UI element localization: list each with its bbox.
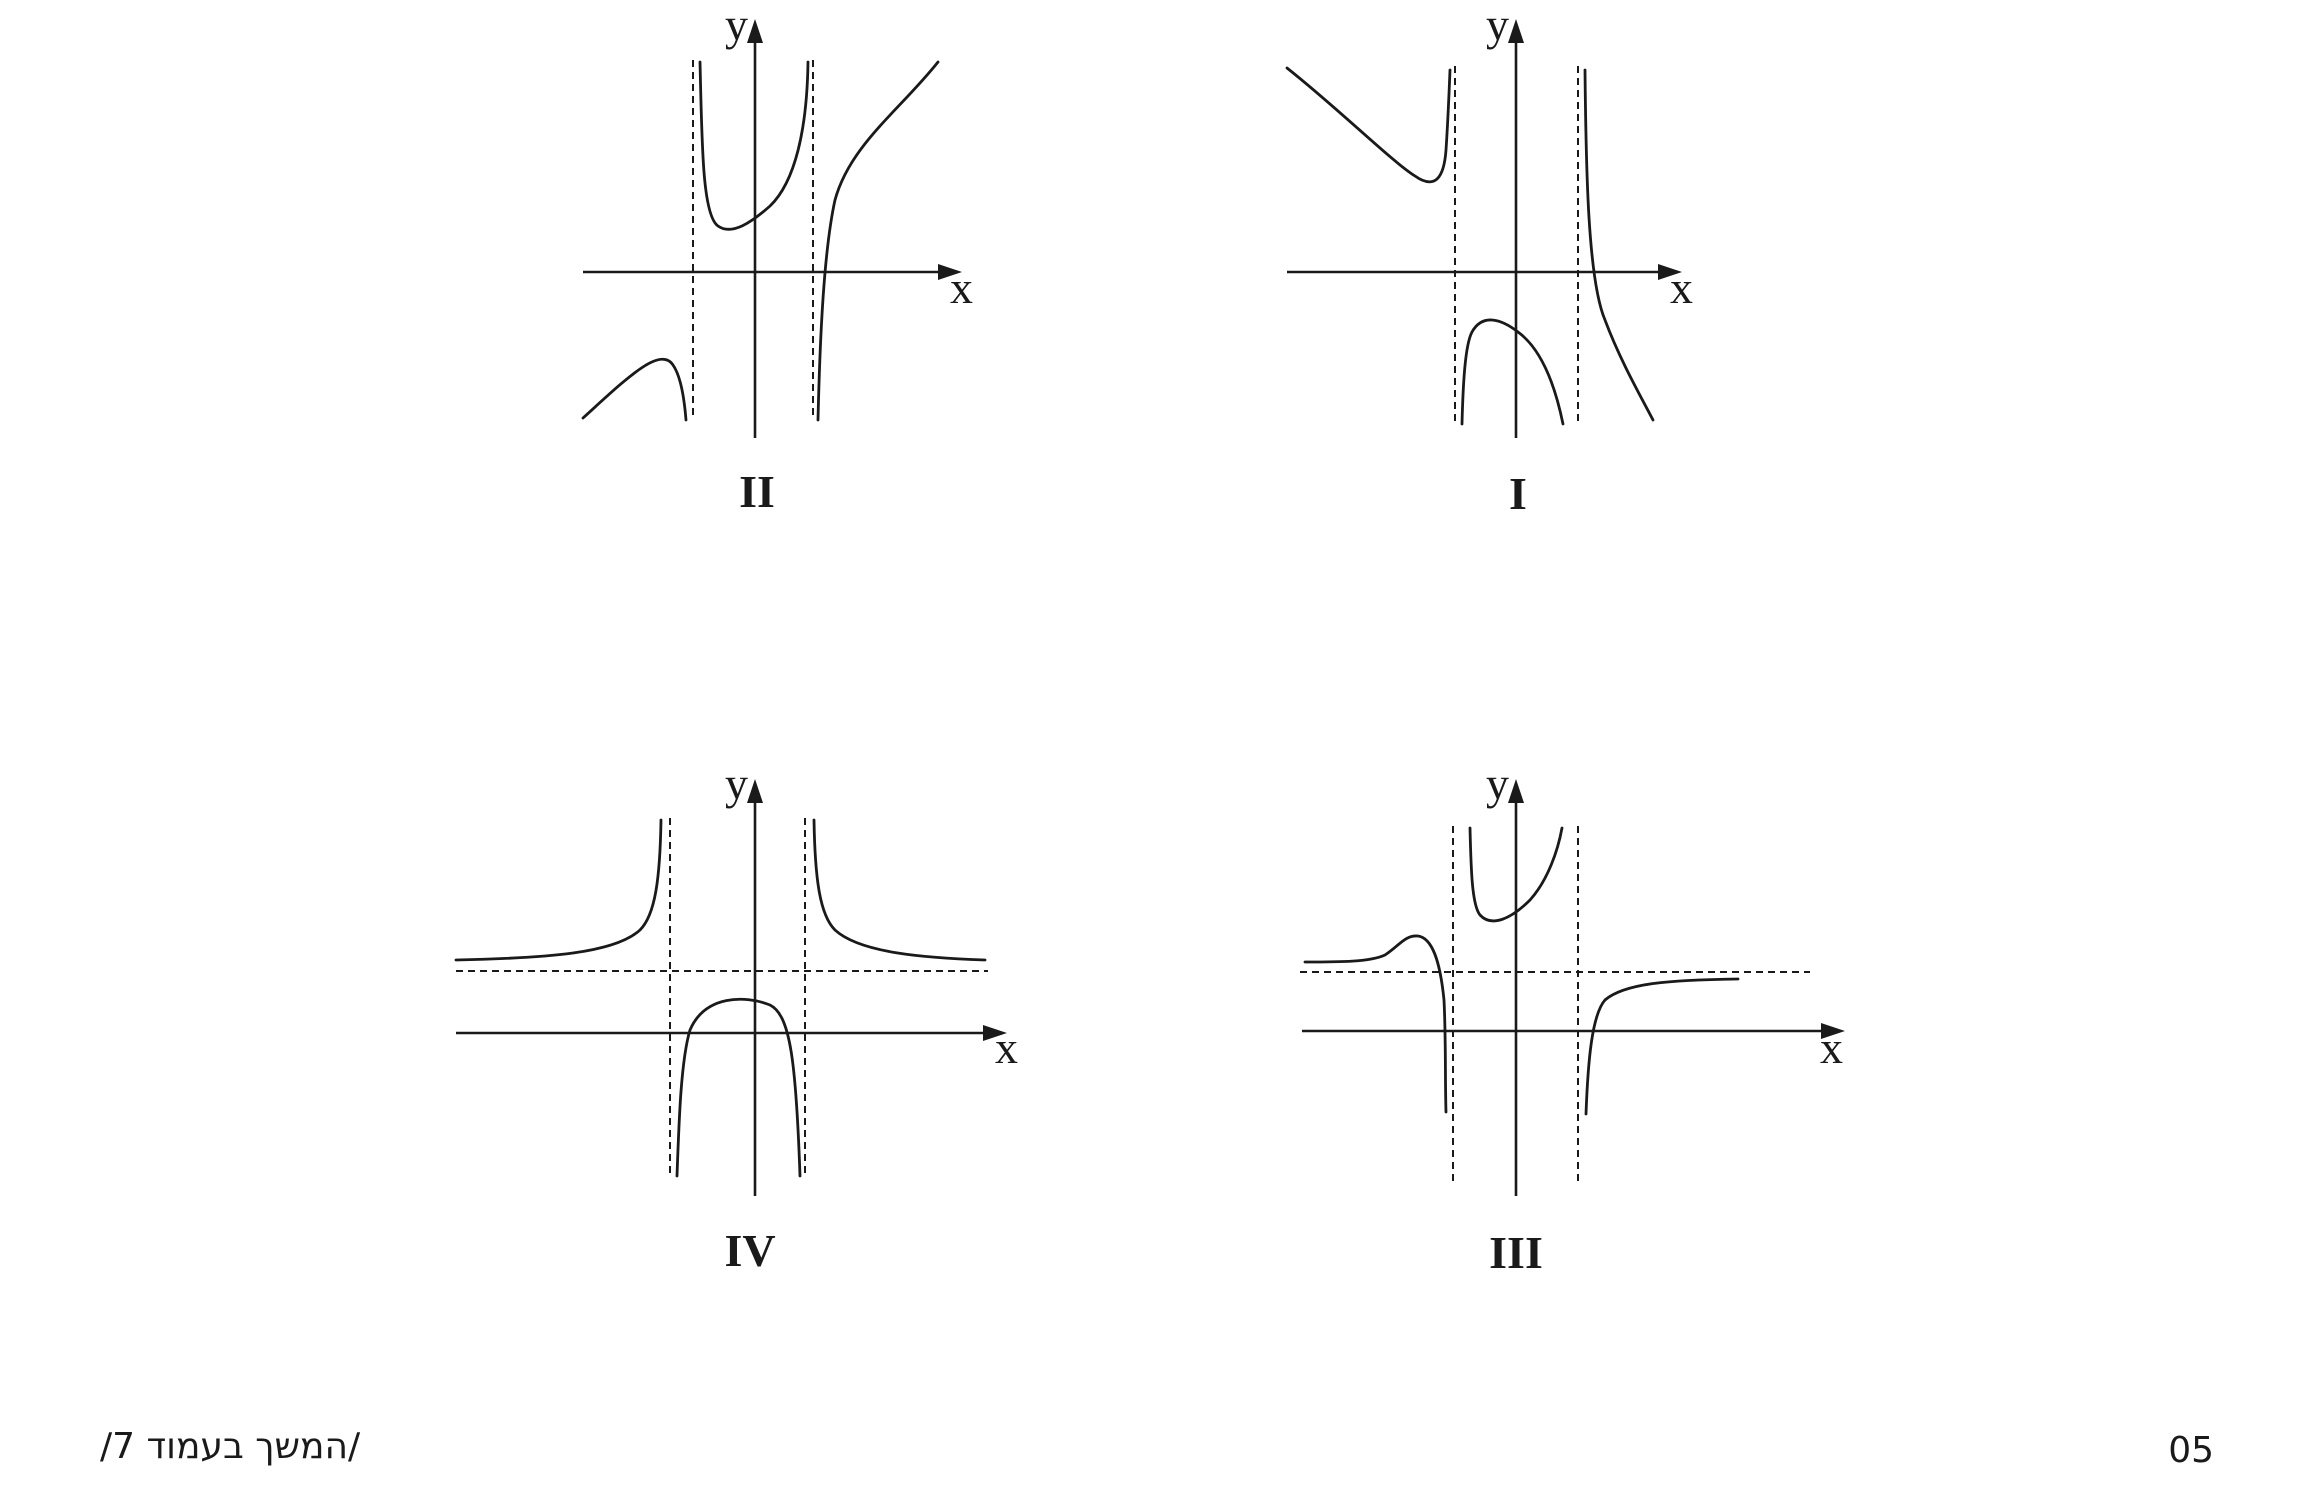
graph-ii-label: II [739, 466, 775, 517]
graph-iii-curve-middle-branch [1468, 826, 1564, 923]
graph-iii-label: III [1489, 1227, 1543, 1278]
graph-iii-x-arrow-icon [1821, 1023, 1845, 1039]
graph-iv-curve-middle-branch [675, 997, 802, 1178]
graph-iv-y-arrow-icon [747, 779, 763, 803]
graph-i-x-arrow-icon [1658, 264, 1682, 280]
graph-iv-curve-left-branch [454, 818, 663, 962]
graph-ii-y-label: y [725, 0, 748, 50]
graph-iv-y-label: y [725, 758, 748, 809]
graph-iii-curve-left-branch [1303, 934, 1448, 1114]
page-code: 05 [2168, 1430, 2214, 1471]
graph-ii: x y II [581, 0, 973, 517]
graph-iv-curve-right-branch [812, 818, 987, 962]
graph-i-label: I [1509, 468, 1527, 519]
graph-iv: x y IV [454, 758, 1018, 1276]
graph-iv-x-arrow-icon [983, 1025, 1007, 1041]
graph-i-y-arrow-icon [1508, 19, 1524, 43]
graph-ii-curve-right-branch [816, 60, 940, 422]
graph-iv-x-label: x [995, 1022, 1018, 1073]
graph-i: x y I [1285, 0, 1693, 519]
graph-ii-y-arrow-icon [747, 19, 763, 43]
graph-iii-x-label: x [1820, 1022, 1843, 1073]
graph-i-curve-middle-branch [1460, 318, 1565, 426]
graph-i-x-label: x [1670, 262, 1693, 313]
continuation-note: /המשך בעמוד 7/ [100, 1426, 361, 1467]
graph-iii-y-label: y [1486, 758, 1509, 809]
graph-i-y-label: y [1486, 0, 1509, 50]
graph-ii-curve-left-branch [581, 357, 688, 422]
graph-ii-x-arrow-icon [938, 264, 962, 280]
graph-iii-curve-right-branch [1584, 977, 1740, 1116]
graph-iii-y-arrow-icon [1508, 779, 1524, 803]
graph-i-curve-left-branch [1285, 66, 1452, 184]
graph-iv-label: IV [724, 1225, 775, 1276]
graph-ii-curve-middle-branch [698, 60, 810, 231]
graph-ii-x-label: x [950, 262, 973, 313]
graph-i-curve-right-branch [1583, 68, 1655, 422]
graph-iii: x y III [1300, 758, 1845, 1278]
